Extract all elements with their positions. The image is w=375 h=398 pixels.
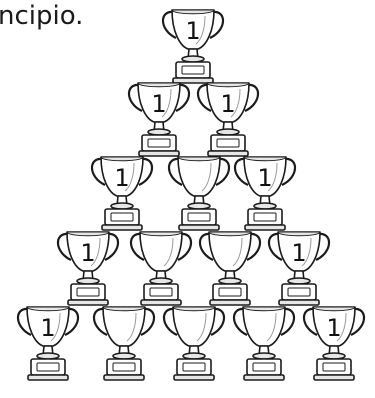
trophy-cup-r5-c5: 1	[302, 306, 366, 381]
cup-number-label: 1	[185, 17, 200, 45]
trophy-cup-r5-c1: 1	[16, 306, 80, 381]
trophy-cup-r3-c1: 1	[90, 156, 154, 231]
trophy-cup-r3-c3: 1	[233, 156, 297, 231]
cup-number-label: 1	[40, 314, 55, 342]
cup-number-label: 1	[291, 239, 306, 267]
trophy-cup-r5-c2	[92, 306, 156, 381]
cup-number-label: 1	[114, 164, 129, 192]
trophy-cup-r4-c2	[129, 231, 193, 306]
trophy-cup-r4-c3	[198, 231, 262, 306]
cup-number-label: 1	[326, 314, 341, 342]
trophy-cup-r2-c2: 1	[196, 82, 260, 157]
cup-number-label: 1	[257, 164, 272, 192]
trophy-cup-r3-c2	[167, 156, 231, 231]
trophy-cup-r5-c4	[232, 306, 296, 381]
caption-text: ncipio.	[0, 1, 84, 31]
cup-number-label: 1	[220, 90, 235, 118]
cup-number-label: 1	[151, 90, 166, 118]
trophy-cup-r1-c1: 1	[161, 9, 225, 84]
trophy-cup-r4-c1: 1	[56, 231, 120, 306]
cup-number-label: 1	[80, 239, 95, 267]
trophy-cup-r5-c3	[162, 306, 226, 381]
trophy-cup-r2-c1: 1	[127, 82, 191, 157]
trophy-cup-r4-c4: 1	[267, 231, 331, 306]
